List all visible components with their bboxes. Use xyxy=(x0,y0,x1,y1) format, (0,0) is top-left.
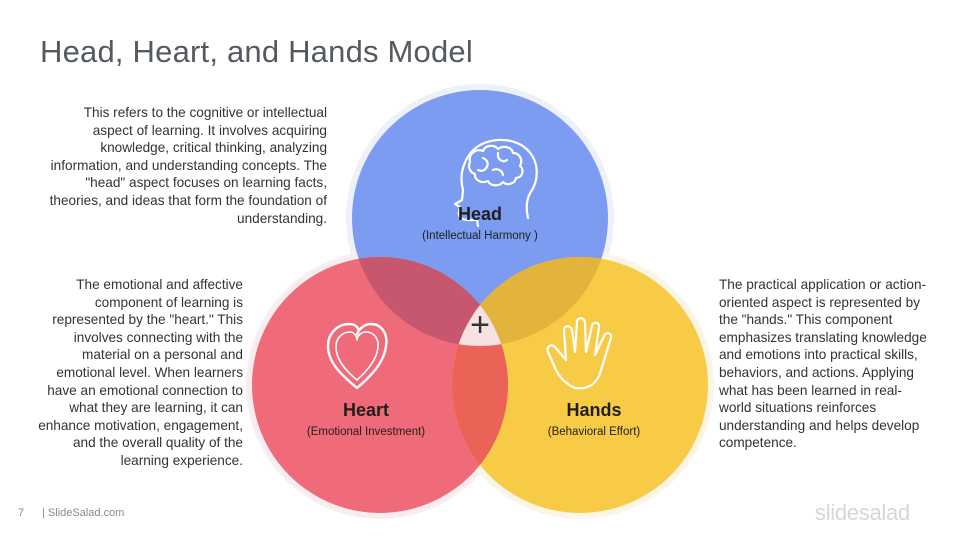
head-description: This refers to the cognitive or intellec… xyxy=(49,105,327,226)
head-hands-overlap xyxy=(452,257,608,346)
head-heart-overlap xyxy=(352,257,508,346)
hands-sublabel: (Behavioral Effort) xyxy=(548,426,641,438)
page-number: 7 xyxy=(18,507,25,519)
footer-source: | SlideSalad.com xyxy=(42,507,125,519)
hands-description: The practical application or action-orie… xyxy=(719,277,927,451)
hands-label: Hands xyxy=(566,400,621,420)
heart-sublabel: (Emotional Investment) xyxy=(307,426,425,438)
heart-description: The emotional and affective component of… xyxy=(38,277,243,468)
head-sublabel: (Intellectual Harmony ) xyxy=(422,230,538,242)
heart-label: Heart xyxy=(343,400,389,420)
heart-icon xyxy=(326,322,388,390)
center-plus-symbol: + xyxy=(470,306,490,344)
slide-title: Head, Heart, and Hands Model xyxy=(40,34,473,69)
brain-head-icon xyxy=(453,138,538,228)
brand-logo: slidesalad xyxy=(815,500,910,525)
head-label: Head xyxy=(458,204,502,224)
hand-icon xyxy=(546,317,613,390)
